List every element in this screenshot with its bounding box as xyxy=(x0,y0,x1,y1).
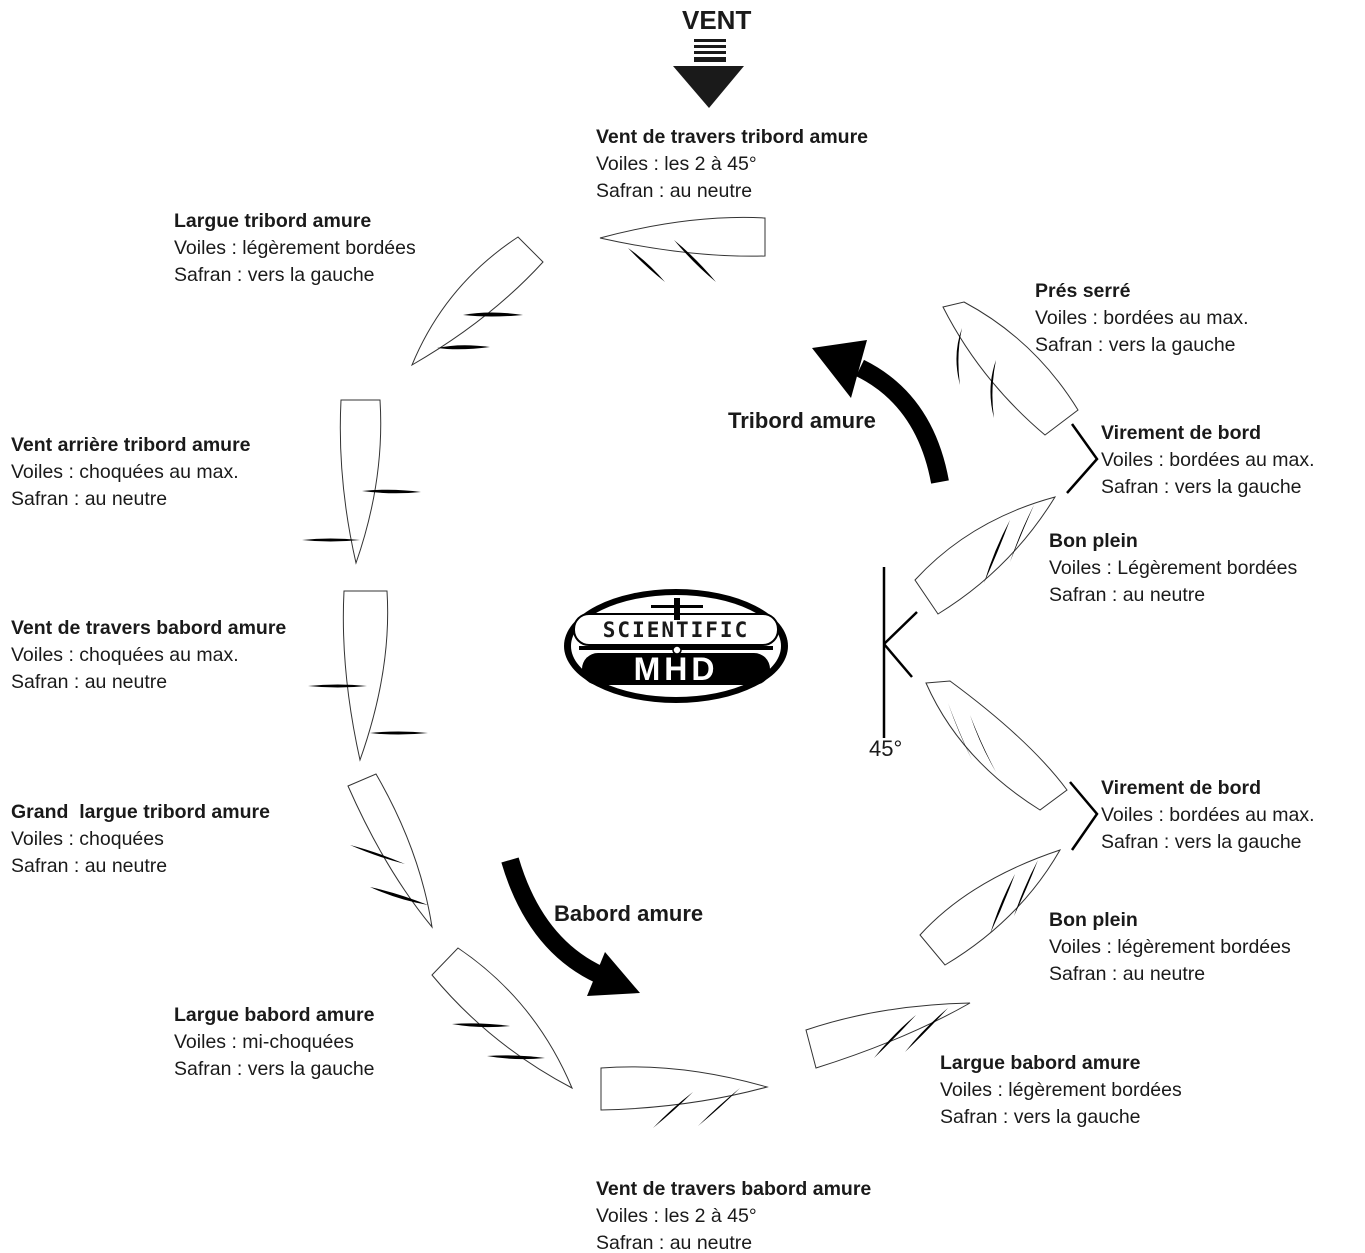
label-bon-plein-1-safran: Safran : au neutre xyxy=(1049,584,1206,606)
logo-line2: MHD xyxy=(633,651,719,687)
label-largue-babord-left-safran: Safran : vers la gauche xyxy=(174,1058,375,1080)
label-virement-2-voiles: Voiles : bordées au max. xyxy=(1101,804,1315,826)
label-largue-babord-right: Largue babord amure Voiles : légèrement … xyxy=(940,1050,1182,1131)
label-travers-babord-left-title: Vent de travers babord amure xyxy=(11,617,287,639)
label-bottom: Vent de travers babord amure Voiles : le… xyxy=(596,1176,871,1253)
label-bottom-title: Vent de travers babord amure xyxy=(596,1178,872,1200)
label-top-safran: Safran : au neutre xyxy=(596,180,753,202)
label-bottom-safran: Safran : au neutre xyxy=(596,1232,753,1253)
label-pres-serre-safran: Safran : vers la gauche xyxy=(1035,334,1236,356)
label-virement-1-voiles: Voiles : bordées au max. xyxy=(1101,449,1315,471)
boat-bottom xyxy=(600,1066,769,1128)
label-grand-largue-voiles: Voiles : choquées xyxy=(11,828,164,850)
label-bon-plein-2-title: Bon plein xyxy=(1049,909,1138,931)
babord-curved-arrow xyxy=(501,857,640,996)
bracket-lines xyxy=(882,423,1099,851)
label-bottom-voiles: Voiles : les 2 à 45° xyxy=(596,1205,757,1227)
wind-title: VENT xyxy=(682,5,752,35)
label-largue-babord-right-title: Largue babord amure xyxy=(940,1052,1141,1074)
label-top-voiles: Voiles : les 2 à 45° xyxy=(596,153,757,175)
label-travers-babord-left: Vent de travers babord amure Voiles : ch… xyxy=(11,615,286,696)
label-bon-plein-2-voiles: Voiles : légèrement bordées xyxy=(1049,936,1291,958)
boat-vent-arriere xyxy=(302,399,421,565)
boat-top xyxy=(599,216,766,282)
label-virement-2-safran: Safran : vers la gauche xyxy=(1101,831,1302,853)
boat-largue-babord-left xyxy=(431,947,574,1090)
angle-label: 45° xyxy=(869,736,903,761)
label-bon-plein-2: Bon plein Voiles : légèrement bordées Sa… xyxy=(1049,907,1291,988)
label-largue-tribord-title: Largue tribord amure xyxy=(174,210,372,232)
label-largue-tribord-safran: Safran : vers la gauche xyxy=(174,264,375,286)
boat-bon-plein-2 xyxy=(919,849,1062,966)
wind-arrow xyxy=(673,39,744,108)
label-virement-2-title: Virement de bord xyxy=(1101,777,1262,799)
label-largue-babord-left-title: Largue babord amure xyxy=(174,1004,375,1026)
label-bon-plein-1-title: Bon plein xyxy=(1049,530,1138,552)
boat-largue-babord-right xyxy=(805,1002,971,1069)
label-virement-1: Virement de bord Voiles : bordées au max… xyxy=(1101,420,1315,501)
label-grand-largue-title: Grand largue tribord amure xyxy=(11,801,270,823)
label-vent-arriere-safran: Safran : au neutre xyxy=(11,488,168,510)
boat-virement-2 xyxy=(925,680,1068,811)
label-grand-largue: Grand largue tribord amure Voiles : choq… xyxy=(11,799,270,880)
label-largue-babord-left: Largue babord amure Voiles : mi-choquées… xyxy=(174,1002,375,1083)
scientific-mhd-logo xyxy=(564,589,788,703)
label-bon-plein-2-safran: Safran : au neutre xyxy=(1049,963,1206,985)
label-largue-tribord-voiles: Voiles : légèrement bordées xyxy=(174,237,416,259)
tribord-curved-arrow xyxy=(812,340,949,484)
label-virement-2: Virement de bord Voiles : bordées au max… xyxy=(1101,775,1315,856)
boat-largue-tribord xyxy=(410,236,544,367)
label-top: Vent de travers tribord amure Voiles : l… xyxy=(596,124,868,205)
label-travers-babord-left-safran: Safran : au neutre xyxy=(11,671,168,693)
label-pres-serre-title: Prés serré xyxy=(1035,280,1131,302)
label-virement-1-title: Virement de bord xyxy=(1101,422,1262,444)
boat-pres-serre xyxy=(942,301,1079,436)
babord-arrow-label: Babord amure xyxy=(554,901,704,926)
label-vent-arriere: Vent arrière tribord amure Voiles : choq… xyxy=(11,432,251,513)
label-largue-babord-right-safran: Safran : vers la gauche xyxy=(940,1106,1141,1128)
label-vent-arriere-title: Vent arrière tribord amure xyxy=(11,434,251,456)
label-virement-1-safran: Safran : vers la gauche xyxy=(1101,476,1302,498)
label-grand-largue-safran: Safran : au neutre xyxy=(11,855,168,877)
label-largue-babord-right-voiles: Voiles : légèrement bordées xyxy=(940,1079,1182,1101)
label-largue-tribord: Largue tribord amure Voiles : légèrement… xyxy=(174,208,416,289)
boat-travers-babord-left xyxy=(308,590,428,762)
boat-grand-largue xyxy=(347,773,433,929)
boat-bon-plein-1 xyxy=(914,496,1057,615)
logo-line1: SCIENTIFIC xyxy=(602,618,750,642)
tribord-arrow-label: Tribord amure xyxy=(728,408,876,433)
label-pres-serre-voiles: Voiles : bordées au max. xyxy=(1035,307,1249,329)
label-largue-babord-left-voiles: Voiles : mi-choquées xyxy=(174,1031,354,1053)
label-vent-arriere-voiles: Voiles : choquées au max. xyxy=(11,461,239,483)
label-top-title: Vent de travers tribord amure xyxy=(596,126,869,148)
label-pres-serre: Prés serré Voiles : bordées au max. Safr… xyxy=(1035,278,1249,359)
label-travers-babord-left-voiles: Voiles : choquées au max. xyxy=(11,644,239,666)
label-bon-plein-1: Bon plein Voiles : Légèrement bordées Sa… xyxy=(1049,528,1297,609)
label-bon-plein-1-voiles: Voiles : Légèrement bordées xyxy=(1049,557,1298,579)
